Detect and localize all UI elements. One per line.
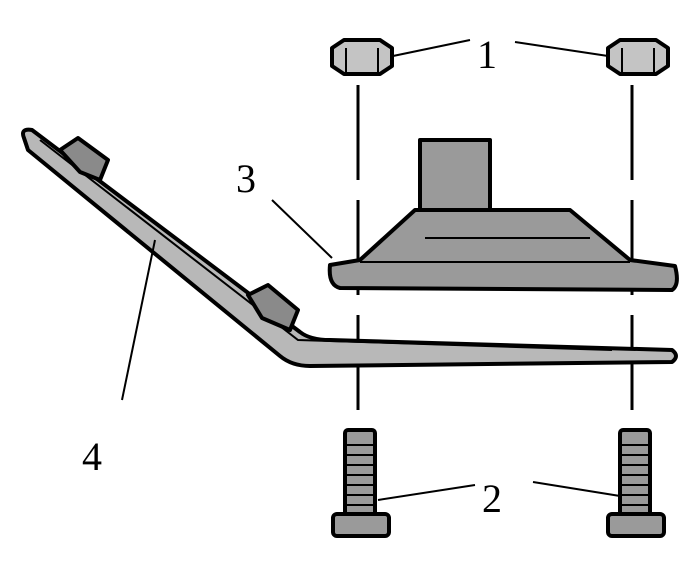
bolt-right xyxy=(606,428,666,538)
leader-lines xyxy=(121,39,621,501)
bolt-left xyxy=(331,428,391,538)
label-3-mount: 3 xyxy=(236,156,256,201)
nut-right xyxy=(606,38,670,76)
alignment-axes xyxy=(356,85,634,425)
label-2-bolts: 2 xyxy=(482,476,502,521)
nut-left xyxy=(330,38,394,76)
mount-part-3 xyxy=(327,138,679,292)
label-1-nuts: 1 xyxy=(477,32,497,77)
label-4-bracket: 4 xyxy=(82,434,102,479)
